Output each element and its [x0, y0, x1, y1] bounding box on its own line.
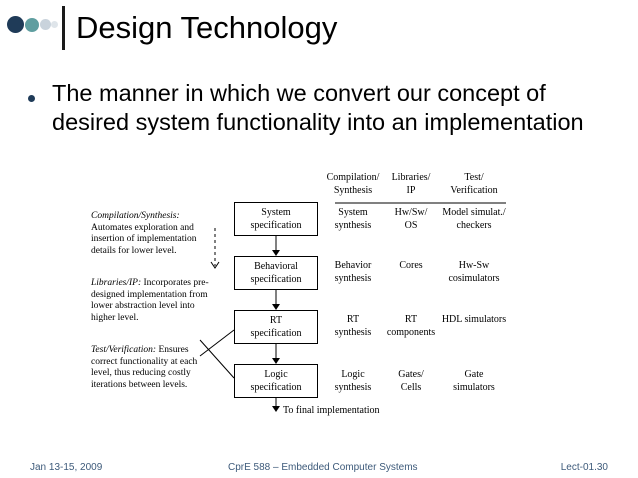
header-dot-4 — [51, 21, 58, 28]
cell-hdl-simulators: HDL simulators — [441, 314, 507, 325]
final-implementation-label: To final implementation — [283, 405, 380, 416]
header-dot-1 — [7, 16, 24, 33]
desc-compilation: Compilation/Synthesis: Automates explora… — [91, 211, 197, 256]
connector-2-arrow — [272, 304, 280, 310]
connector-1-arrow — [272, 250, 280, 256]
col-header-compilation: Compilation/Synthesis — [326, 172, 380, 196]
cell-gates-cells: Gates/Cells — [398, 369, 424, 393]
slide-title: Design Technology — [76, 10, 338, 45]
footer-slide-number: Lect-01.30 — [560, 462, 608, 473]
connector-3-arrow — [272, 358, 280, 364]
desc-test: Test/Verification: Ensures correct funct… — [91, 345, 198, 390]
header-dot-2 — [25, 18, 39, 32]
pointer-line-down — [199, 339, 235, 379]
title-divider — [62, 6, 65, 50]
cell-cores: Cores — [399, 260, 423, 271]
footer-course: CprE 588 – Embedded Computer Systems — [228, 462, 418, 473]
header-dot-3 — [40, 19, 51, 30]
footer-date: Jan 13-15, 2009 — [30, 462, 103, 473]
bullet-icon — [28, 95, 35, 102]
cell-hwswos: Hw/Sw/OS — [394, 207, 428, 231]
col-header-test: Test/Verification — [450, 172, 498, 196]
connector-final-arrow — [272, 406, 280, 412]
bullet-text: The manner in which we convert our conce… — [52, 80, 584, 135]
col-header-libraries: Libraries/IP — [391, 172, 431, 196]
dashed-down-arrowhead — [210, 261, 220, 269]
desc-libraries: Libraries/IP: Incorporates pre-designed … — [91, 278, 209, 323]
pointer-line-up — [199, 329, 235, 357]
cell-model-simulat: Model simulat./checkers — [442, 207, 506, 231]
